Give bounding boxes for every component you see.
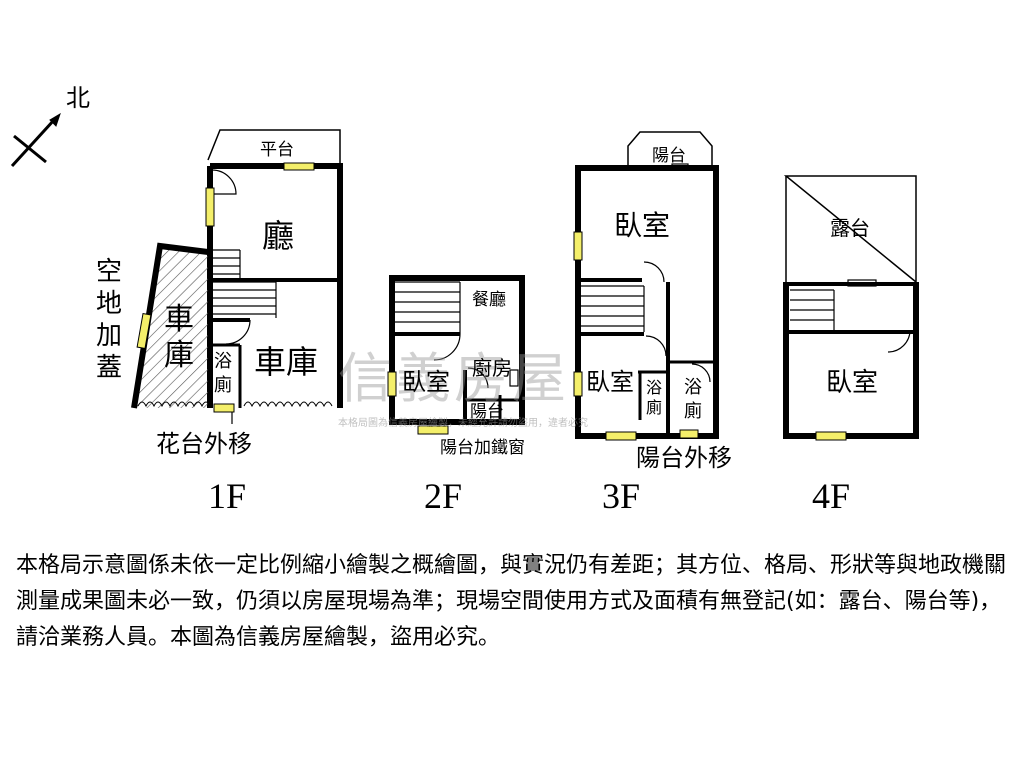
floor-1-windows [136, 162, 315, 413]
f2-dining-label: 餐廳 [472, 290, 506, 310]
disclaimer-text: 本格局示意圖係未依一定比例縮小繪製之概繪圖，與實況仍有差距；其方位、格局、形狀等… [16, 553, 1007, 650]
f1-bathroom-label: 浴廁 [214, 351, 232, 396]
f2-kitchen-label: 廚房 [472, 356, 512, 380]
floor-3-plan [575, 131, 719, 439]
f1-platform-label: 平台 [260, 140, 294, 160]
f3-balcony-top-label: 陽台 [652, 146, 686, 166]
f4-bedroom-label: 臥室 [826, 368, 879, 398]
f2-balcony-label: 陽台 [470, 402, 504, 422]
f3-floor-label: 3F [602, 476, 641, 516]
f1-planter-note: 花台外移 [156, 430, 252, 458]
f3-bath-right-label: 浴廁 [684, 377, 702, 422]
watermark-brand: 信義房屋 [338, 347, 570, 410]
f4-floor-label: 4F [812, 476, 851, 516]
f2-floor-label: 2F [424, 476, 463, 516]
f3-bedroom-small-label: 臥室 [586, 368, 634, 396]
floor-4-windows [815, 431, 847, 441]
floor-2-windows [387, 371, 449, 435]
f3-bedroom-main-label: 臥室 [614, 209, 671, 242]
compass-arrow-icon [10, 112, 61, 168]
f3-bath-left-label: 浴廁 [646, 378, 663, 417]
f1-living-room-label: 廳 [262, 217, 295, 255]
north-label: 北 [66, 84, 90, 112]
f1-floor-label: 1F [208, 476, 247, 516]
watermark-fine-print: 本格局圖為信義房屋繪製，未經允許請勿盜用，違者必究 [338, 418, 588, 429]
floor-plan-drawing [10, 112, 919, 441]
watermark: 信義房屋 本格局圖為信義房屋繪製，未經允許請勿盜用，違者必究 [338, 334, 588, 429]
f1-side-garage-label: 車庫 [164, 302, 194, 373]
f4-terrace-label: 露台 [830, 216, 870, 240]
f2-bedroom-label: 臥室 [402, 368, 450, 396]
f2-balcony-note: 陽台加鐵窗 [440, 438, 525, 458]
floor-1-plan [131, 129, 343, 424]
f1-garage-label: 車庫 [254, 343, 319, 381]
f3-balcony-note: 陽台外移 [636, 444, 732, 472]
floor-3-windows [573, 231, 699, 441]
floor-4-plan [783, 175, 919, 439]
f1-side-addition-label: 空地加蓋 [96, 257, 123, 383]
